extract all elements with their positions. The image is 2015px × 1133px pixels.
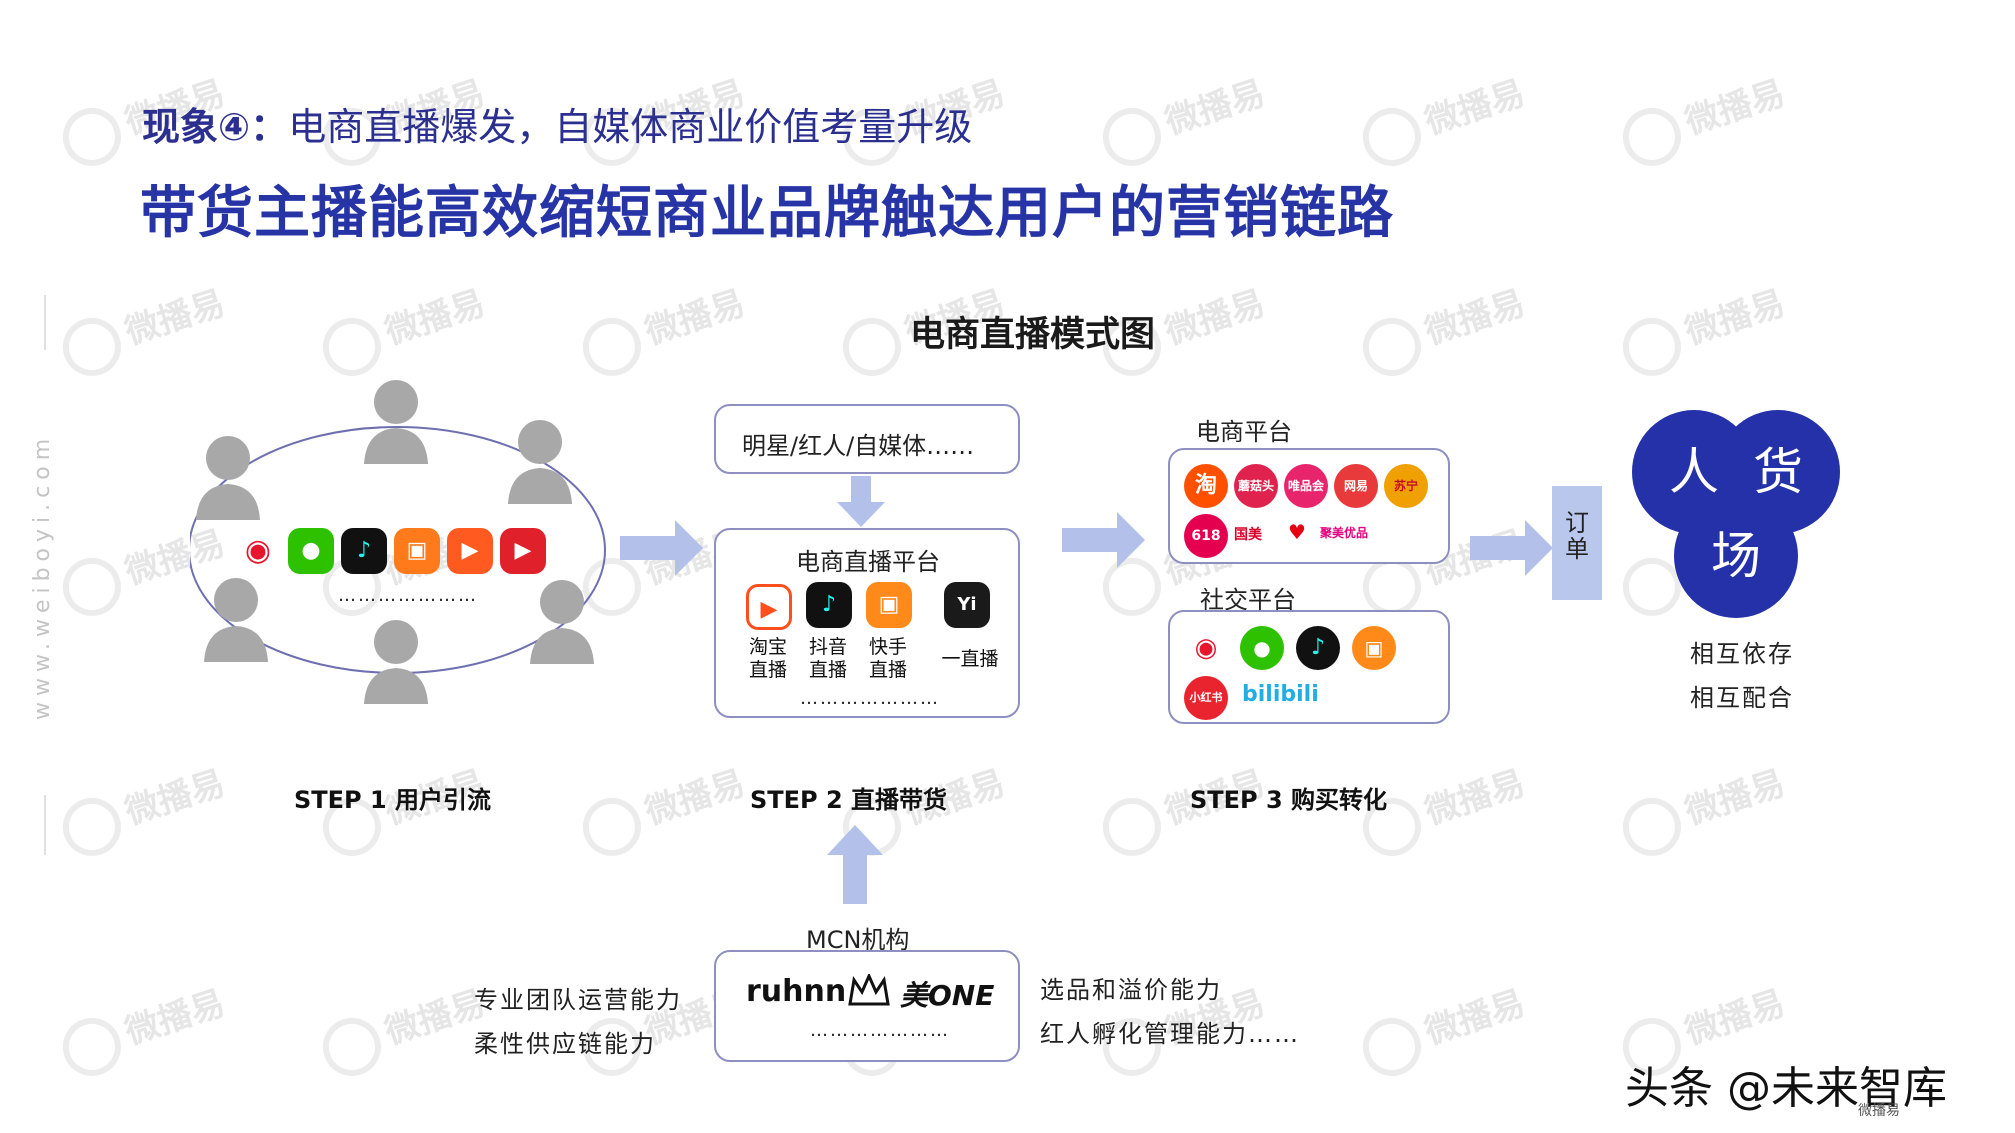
xiaohongshu-icon: 小红书 (1184, 676, 1228, 720)
ruhnn-logo: ruhnn (746, 974, 847, 1009)
scene-circle: 场 (1674, 494, 1798, 618)
ecommerce-title: 电商平台 (1196, 418, 1292, 446)
gome-logo: 国美 (1234, 527, 1262, 543)
diagram-title: 电商直播模式图 (909, 315, 1155, 355)
kuaishou-icon: ▣ (394, 528, 440, 574)
wechat-icon: ● (288, 528, 334, 574)
weibo-icon: ◉ (1184, 626, 1228, 670)
kaola-icon: ♥ (1288, 520, 1306, 544)
vip-icon: 唯品会 (1284, 464, 1328, 508)
mcn-box: ruhnn 美ONE ………………… (714, 950, 1020, 1062)
order-label: 订单 (1565, 509, 1589, 563)
wechat-icon: ● (1240, 626, 1284, 670)
platform-caption: 抖音直播 (808, 636, 847, 681)
step2-label: STEP 2 直播带货 (750, 786, 948, 814)
ecommerce-box: 淘 蘑菇头 唯品会 网易 苏宁 618 国美 ♥ 聚美优品 (1168, 448, 1450, 564)
arrow-up-icon (827, 825, 883, 904)
step1-label: STEP 1 用户引流 (294, 786, 492, 814)
watermark-logo: 微播易 (1615, 755, 1793, 864)
mcn-right-notes: 选品和溢价能力红人孵化管理能力…… (1040, 976, 1300, 1048)
triad-notes: 相互依存相互配合 (1690, 640, 1794, 712)
mcn-left-notes: 专业团队运营能力柔性供应链能力 (474, 986, 682, 1058)
arrow-right-icon (1062, 512, 1145, 568)
watermark-logo: 微播易 (1095, 65, 1273, 174)
footer-small-mark: 微播易 (1858, 1103, 1900, 1119)
platform-caption: 一直播 (941, 648, 999, 670)
taobao-live-icon: ▶ (746, 584, 792, 630)
person-icon (364, 380, 428, 464)
jd618-icon: 618 (1184, 514, 1228, 558)
mogujie-icon: 蘑菇头 (1234, 464, 1278, 508)
platform-caption: 淘宝直播 (748, 636, 787, 681)
step2-ellipsis: ………………… (800, 688, 940, 709)
watermark-logo: 微播易 (575, 755, 753, 864)
jumei-logo: 聚美优品 (1320, 526, 1369, 540)
arrow-down-icon (837, 476, 885, 527)
order-block: 订单 (1552, 486, 1602, 600)
social-box: ◉ ● ♪ ▣ 小红书 bilibili (1168, 610, 1450, 724)
watermark-logo: 微播易 (55, 975, 233, 1084)
live-play-icon: ▶ (500, 528, 546, 574)
person-icon (204, 578, 268, 662)
goods-circle: 货 (1716, 410, 1840, 534)
watermark-logo: 微播易 (55, 755, 233, 864)
side-divider (44, 295, 46, 350)
weibo-icon: ◉ (235, 528, 281, 574)
douyin-icon: ♪ (806, 582, 852, 628)
taobao-live-icon: ▶ (447, 528, 493, 574)
step3-label: STEP 3 购买转化 (1190, 786, 1388, 814)
mcn-ellipsis: ………………… (810, 1020, 950, 1041)
yizhibo-icon: Yi (944, 582, 990, 628)
netease-icon: 网易 (1334, 464, 1378, 508)
footer-watermark: 头条 @未来智库 (1625, 1063, 1947, 1114)
influencer-box: 明星/红人/自媒体…… (714, 404, 1020, 474)
douyin-icon: ♪ (341, 528, 387, 574)
person-icon (196, 436, 260, 520)
social-title: 社交平台 (1200, 586, 1296, 614)
platform-caption: 快手直播 (868, 636, 907, 681)
taobao-icon: 淘 (1184, 464, 1228, 508)
side-divider (44, 795, 46, 855)
kuaishou-icon: ▣ (1352, 626, 1396, 670)
arrow-right-icon (620, 520, 703, 576)
influencer-label: 明星/红人/自媒体…… (742, 432, 975, 460)
douyin-icon: ♪ (1296, 626, 1340, 670)
live-platform-box: 电商直播平台 ▶ ♪ ▣ Yi 淘宝直播 抖音直播 快手直播 一直播 ……………… (714, 528, 1020, 718)
watermark-logo: 微播易 (1355, 975, 1533, 1084)
crown-icon (848, 974, 890, 1006)
page-title: 带货主播能高效缩短商业品牌触达用户的营销链路 (140, 181, 1394, 246)
user-cluster (190, 380, 606, 704)
watermark-logo: 微播易 (1355, 65, 1533, 174)
watermark-logo: 微播易 (315, 975, 493, 1084)
meione-logo: 美ONE (900, 979, 995, 1012)
kuaishou-icon: ▣ (866, 582, 912, 628)
live-platform-title: 电商直播平台 (796, 548, 940, 576)
mcn-title: MCN机构 (806, 926, 910, 954)
person-icon (508, 420, 572, 504)
arrow-right-icon (1470, 520, 1553, 576)
person-icon (530, 580, 594, 664)
user-avatars (196, 380, 594, 704)
person-icon (364, 620, 428, 704)
suning-icon: 苏宁 (1384, 464, 1428, 508)
watermark-logo: 微播易 (1615, 65, 1793, 174)
step1-ellipsis: ………………… (338, 585, 478, 606)
bilibili-logo: bilibili (1242, 682, 1319, 707)
page-subtitle: 现象④：电商直播爆发，自媒体商业价值考量升级 (142, 105, 973, 149)
side-url-text: www.weiboyi.com (30, 432, 55, 720)
